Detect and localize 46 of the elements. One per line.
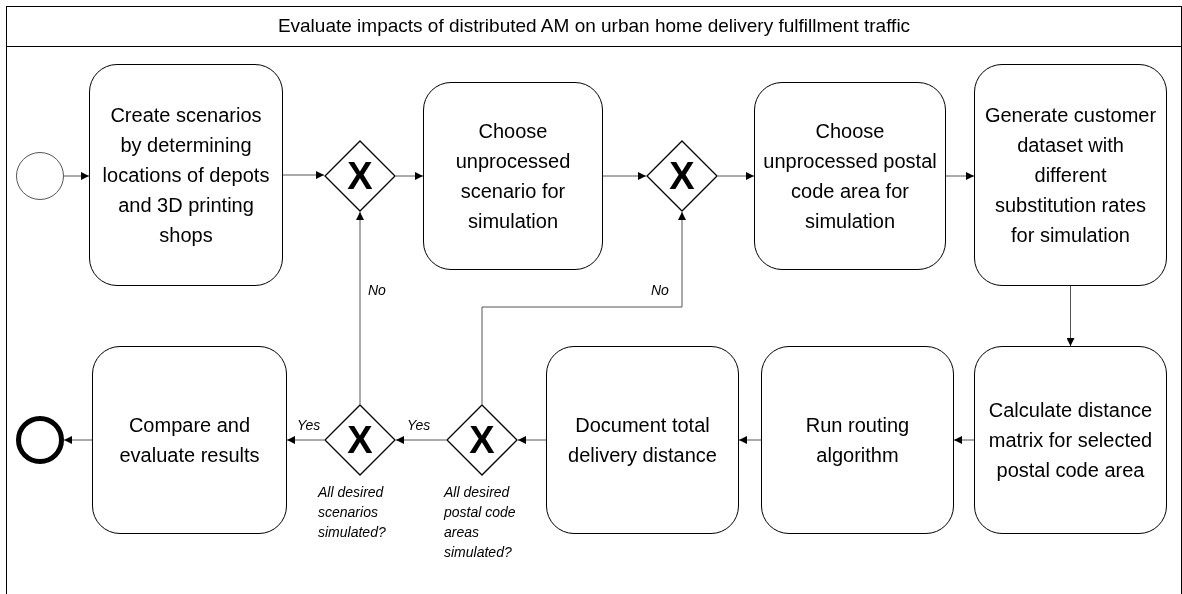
gateway-marker: X <box>469 421 495 459</box>
arrow <box>282 171 325 179</box>
task-text: Choose unprocessed postal code area for simulation <box>763 119 937 234</box>
gateway-question: All desired scenarios simulated? <box>318 483 387 542</box>
arrow <box>63 436 93 444</box>
task-text: Calculate distance matrix for selected postal code area <box>987 398 1154 483</box>
arrow <box>395 172 424 180</box>
arrow <box>63 172 90 180</box>
arrow <box>517 436 547 444</box>
task-box <box>754 82 946 270</box>
edge-label: No <box>650 283 670 297</box>
gateway-question: All desired postal code areas simulated? <box>444 483 517 562</box>
task-text: Generate customer dataset with different substitution rates for simulation <box>983 103 1158 248</box>
task-text: Compare and evaluate results <box>118 413 261 468</box>
gateway-marker: X <box>347 421 373 459</box>
arrow <box>395 436 447 444</box>
gateway-diamond <box>446 404 518 476</box>
arrow <box>953 436 975 444</box>
arrow <box>602 172 647 180</box>
gateway-marker: X <box>669 157 695 195</box>
arrow <box>738 436 762 444</box>
edge-label: Yes <box>296 418 322 432</box>
arrow <box>1066 285 1075 347</box>
arrow <box>717 172 755 180</box>
task-text: Document total delivery distance <box>567 413 718 468</box>
task-box <box>92 346 287 534</box>
edge-label: No <box>367 283 387 297</box>
arrow <box>356 211 364 405</box>
arrow <box>481 211 686 405</box>
task-box <box>546 346 739 534</box>
task-text: Create scenarios by determining locations of depots and 3D printing shops <box>101 103 271 248</box>
gateway-diamond <box>324 140 396 212</box>
arrow <box>286 436 325 444</box>
gateway-diamond <box>324 404 396 476</box>
task-box <box>974 346 1167 534</box>
task-box <box>89 64 283 286</box>
task-text: Choose unprocessed scenario for simulation <box>454 119 572 234</box>
task-text: Run routing algorithm <box>804 413 911 468</box>
task-box <box>974 64 1167 286</box>
task-box <box>423 82 603 270</box>
pool-title: Evaluate impacts of distributed AM on urban home delivery fulfillment traffic <box>277 13 911 38</box>
task-box <box>761 346 954 534</box>
gateway-marker: X <box>347 157 373 195</box>
gateway-diamond <box>646 140 718 212</box>
arrow <box>945 172 975 180</box>
edge-label: Yes <box>406 418 432 432</box>
